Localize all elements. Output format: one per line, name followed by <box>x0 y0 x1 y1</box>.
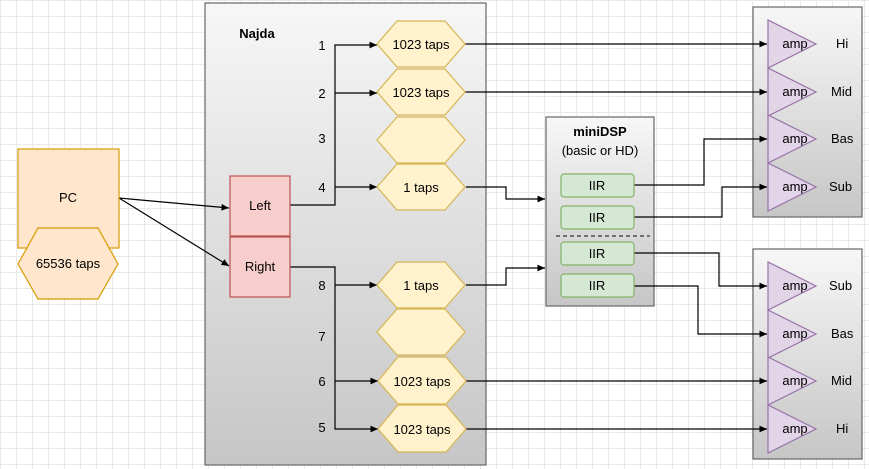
minidsp-subtitle: (basic or HD) <box>562 143 639 158</box>
amp-label: amp <box>782 36 807 51</box>
channel-number: 4 <box>318 180 325 195</box>
najda-title: Najda <box>239 26 275 41</box>
amp-triangle <box>767 67 818 117</box>
ch4-to-minidsp-line <box>466 186 545 203</box>
channel-3-hexagon <box>376 116 466 164</box>
minidsp-title: miniDSP <box>573 124 627 139</box>
amp-triangle <box>767 309 818 359</box>
amp-triangle <box>767 114 818 164</box>
channel-4-taps: 1 taps <box>403 180 439 195</box>
iir-label: IIR <box>589 178 606 193</box>
amp-triangle <box>767 404 818 454</box>
amp-triangle <box>767 162 818 212</box>
channel-6-taps: 1023 taps <box>393 374 451 389</box>
amp-output-label: Bas <box>831 131 854 146</box>
iir2-to-amp-sub-line <box>634 183 767 218</box>
right-input-label: Right <box>245 259 276 274</box>
amp-label: amp <box>782 278 807 293</box>
amp-output-label: Sub <box>829 278 852 293</box>
amp-label: amp <box>782 373 807 388</box>
amp-output-label: Mid <box>831 84 852 99</box>
amp-label: amp <box>782 131 807 146</box>
iir-filter-4 <box>560 273 635 298</box>
iir4-to-amp-bas-line <box>634 285 767 338</box>
iir-filter-3 <box>560 241 635 266</box>
amp-triangle <box>767 19 818 69</box>
channel-number: 5 <box>318 420 325 435</box>
channel-7-hexagon <box>376 308 466 356</box>
amp-label: amp <box>782 179 807 194</box>
amp-output-label: Hi <box>836 421 848 436</box>
pc-to-right-line <box>118 197 230 267</box>
amp-output-label: Bas <box>831 326 854 341</box>
pc-taps-hexagon <box>17 227 119 300</box>
channel-number: 6 <box>318 374 325 389</box>
iir1-to-amp-bas-line <box>634 135 767 186</box>
iir-label: IIR <box>589 210 606 225</box>
channel-5-hexagon <box>377 404 467 453</box>
channel-2-hexagon <box>376 68 466 116</box>
iir-filter-1 <box>560 173 635 198</box>
iir-filter-2 <box>560 205 635 230</box>
pc-to-left-line <box>118 197 230 211</box>
right-input-box <box>229 236 291 298</box>
iir3-to-amp-sub-line <box>634 252 767 290</box>
channel-2-taps: 1023 taps <box>392 85 450 100</box>
iir-label: IIR <box>589 278 606 293</box>
amp-label: amp <box>782 421 807 436</box>
right-to-ch5-line <box>290 266 378 433</box>
ch8-to-minidsp-line <box>466 264 545 286</box>
left-input-box <box>229 175 291 237</box>
channel-number: 1 <box>318 38 325 53</box>
iir-label: IIR <box>589 246 606 261</box>
channel-4-hexagon <box>376 163 466 211</box>
channel-1-taps: 1023 taps <box>392 37 450 52</box>
amp-triangle <box>767 261 818 311</box>
channel-number: 2 <box>318 86 325 101</box>
pc-label: PC <box>59 190 77 205</box>
amp-label: amp <box>782 326 807 341</box>
channel-1-hexagon <box>376 20 466 68</box>
channel-number: 7 <box>318 329 325 344</box>
channel-number: 8 <box>318 278 325 293</box>
channel-6-hexagon <box>377 356 467 405</box>
channel-number: 3 <box>318 131 325 146</box>
left-to-ch1-line <box>290 41 377 206</box>
channel-8-hexagon <box>376 261 466 309</box>
amp-output-label: Hi <box>836 36 848 51</box>
left-input-label: Left <box>249 198 271 213</box>
amp-output-label: Mid <box>831 373 852 388</box>
amp-triangle <box>767 356 818 406</box>
amp-label: amp <box>782 84 807 99</box>
connectors <box>118 40 767 433</box>
channel-5-taps: 1023 taps <box>393 422 451 437</box>
channel-8-taps: 1 taps <box>403 278 439 293</box>
pc-taps-label: 65536 taps <box>36 256 101 271</box>
amp-output-label: Sub <box>829 179 852 194</box>
